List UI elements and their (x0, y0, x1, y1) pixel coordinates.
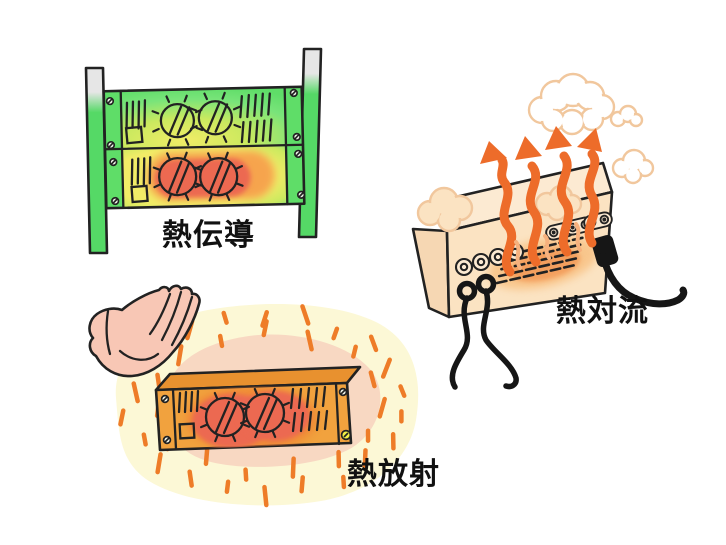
knob (158, 156, 198, 197)
conduction-illustration (84, 47, 323, 255)
knob (197, 100, 233, 136)
heat-wisp (543, 234, 551, 260)
steam-clouds (527, 72, 655, 185)
knob-tick-marks (151, 91, 244, 202)
vent-slits (125, 99, 147, 130)
knob (204, 396, 246, 438)
convection-illustration (411, 72, 688, 390)
panel-switch (178, 422, 196, 440)
rack-unit-top-panel (120, 87, 287, 149)
knob (159, 102, 196, 139)
power-cable (599, 252, 688, 308)
vent-slits (239, 92, 273, 144)
radiation-illustration (88, 284, 419, 508)
label-conduction: 熱伝導 (162, 219, 255, 252)
heat-arrow (480, 141, 517, 277)
vent-slits (177, 389, 200, 414)
hand (88, 284, 201, 378)
rack-rail-left (84, 66, 109, 255)
power-inlet (591, 234, 619, 268)
knob-tick-marks (199, 387, 291, 443)
vent-slits (130, 156, 152, 186)
knob (199, 157, 239, 197)
knob (244, 392, 286, 434)
heat-wisp (574, 222, 582, 252)
panel-switch (130, 184, 149, 204)
heat-arrow (545, 126, 574, 257)
heat-wisp (514, 240, 522, 270)
vent-slits (289, 385, 329, 433)
heat-arrow (515, 136, 543, 267)
panel-screws (105, 88, 306, 206)
label-radiation: 熱放射 (347, 458, 440, 491)
plug-cable (480, 288, 519, 390)
label-convection: 熱対流 (556, 295, 649, 328)
panel-screws (160, 387, 352, 445)
convection-unit-side-face (411, 227, 451, 319)
heat-arrow (577, 128, 602, 248)
heat-arrows (480, 126, 602, 277)
panel-switch (124, 125, 144, 145)
plug-cable (449, 295, 471, 390)
equipment-rack (102, 85, 306, 210)
